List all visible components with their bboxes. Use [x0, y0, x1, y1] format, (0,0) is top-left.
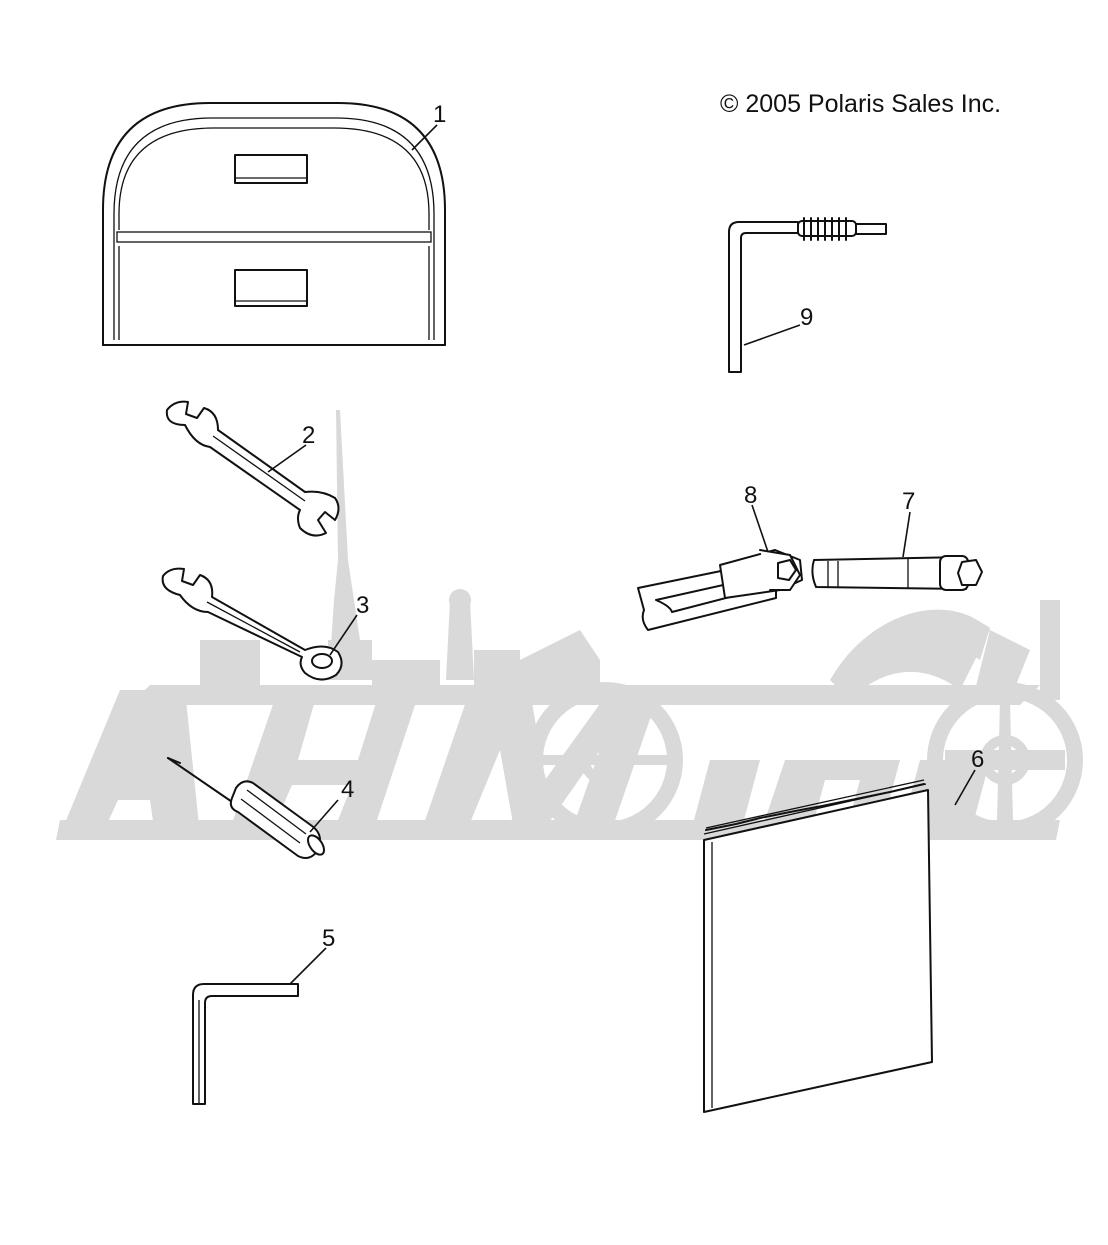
- leader-3: [329, 614, 358, 656]
- callout-2: 2: [302, 422, 315, 449]
- callout-7: 7: [902, 488, 915, 515]
- leader-5: [289, 947, 327, 985]
- part-hex-key: [192, 983, 299, 1105]
- watermark-skyline: [200, 410, 600, 690]
- part-spanner-tool: [637, 549, 803, 631]
- leader-7: [902, 511, 911, 558]
- callout-6: 6: [971, 746, 984, 773]
- watermark-motorcycle: [830, 600, 1083, 838]
- leader-1: [411, 124, 438, 151]
- callout-4: 4: [341, 776, 354, 803]
- leader-8: [751, 504, 769, 553]
- part-combination-wrench: [161, 567, 343, 681]
- part-spark-plug-socket: [811, 555, 983, 591]
- part-l-handle-tool: [728, 217, 887, 373]
- leader-4: [309, 799, 339, 833]
- copyright-notice: © 2005 Polaris Sales Inc.: [720, 90, 1002, 118]
- callout-8: 8: [744, 482, 757, 509]
- callout-1: 1: [433, 101, 446, 128]
- part-screwdriver: [167, 757, 325, 859]
- leader-lines: [267, 124, 976, 985]
- part-open-end-wrench: [165, 400, 340, 537]
- callout-3: 3: [356, 592, 369, 619]
- watermark-wheel: [527, 682, 683, 838]
- leader-6: [954, 769, 976, 806]
- callout-9: 9: [800, 304, 813, 331]
- callouts: 1 2 3 4 5 6 7 8 9: [302, 101, 984, 952]
- part-tool-bag: [102, 102, 446, 346]
- callout-5: 5: [322, 925, 335, 952]
- part-owners-manual: [703, 779, 933, 1113]
- watermark: [56, 410, 1083, 840]
- leader-9: [743, 324, 801, 346]
- leader-2: [267, 444, 307, 473]
- grip-ribs: [803, 217, 847, 241]
